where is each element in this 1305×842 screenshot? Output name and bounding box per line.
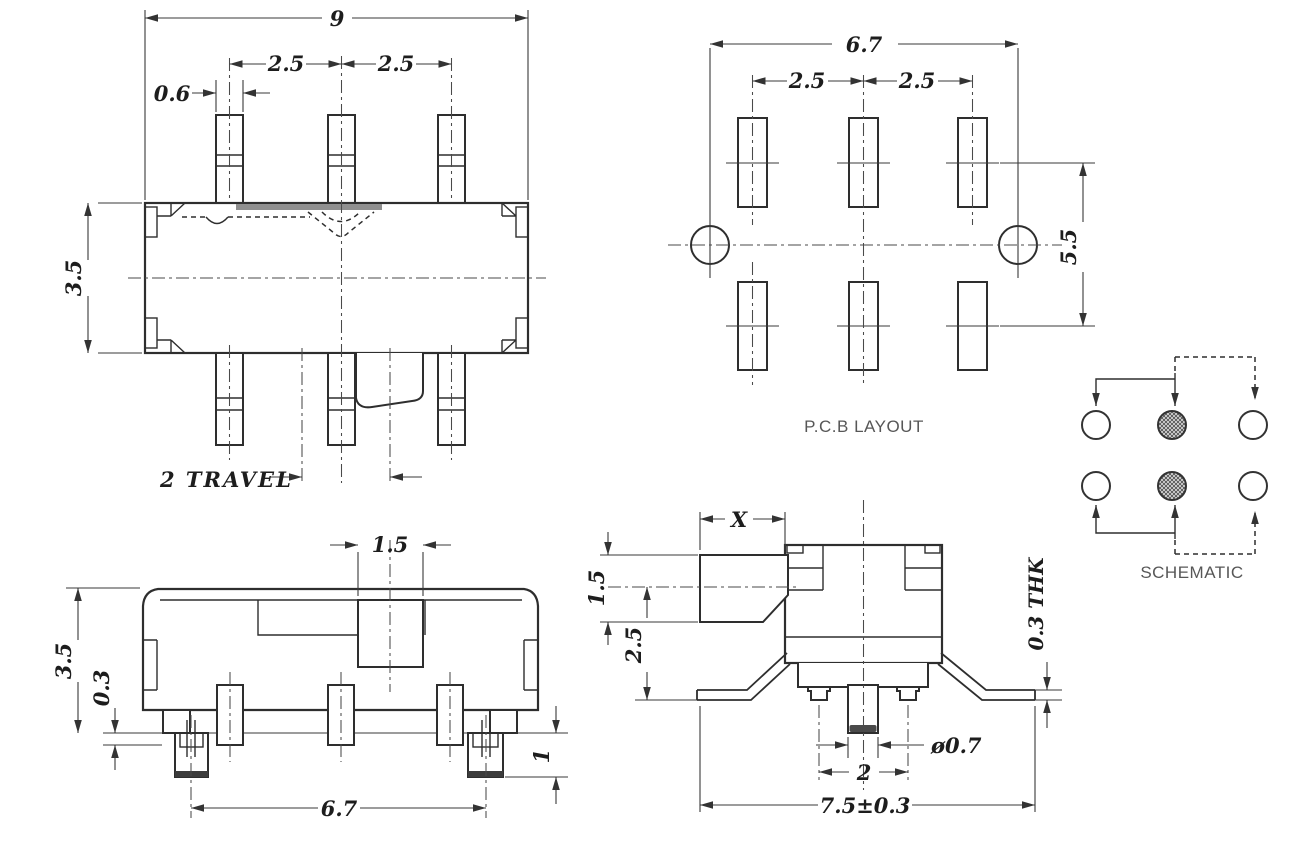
schematic-title: SCHEMATIC (1140, 563, 1243, 582)
dim-end-overall-width: 7.5±0.3 (699, 706, 1036, 818)
dim-front-standoff: 0.3 (89, 670, 162, 770)
pcb-pads-bottom (726, 75, 999, 385)
dim-front-post-span: 6.7 (191, 796, 486, 821)
terminal-open-2 (1238, 410, 1268, 440)
dim-label-end-knob-height: 1.5 (584, 570, 609, 607)
dim-front-knob-width: 1.5 (330, 532, 451, 596)
dim-label-front-knob: 1.5 (372, 532, 409, 557)
schematic-terminals (1081, 410, 1268, 501)
dim-label-pcb-width: 6.7 (846, 32, 883, 57)
dim-label-pitch-right: 2.5 (377, 51, 415, 76)
front-recess (257, 600, 426, 636)
terminal-open-3 (1081, 471, 1111, 501)
dim-end-knob-height: 1.5 (584, 532, 698, 645)
dim-pcb-width: 6.7 (710, 32, 1018, 57)
slider-track-bar (236, 204, 382, 210)
end-view: X 1.5 2.5 ø0.7 2 (584, 500, 1062, 818)
dim-label-pin-width: 0.6 (154, 81, 191, 106)
dim-label-pitch-left: 2.5 (267, 51, 305, 76)
dim-pin-pitch: 2.5 2.5 (229, 51, 452, 76)
detent-detail (182, 204, 382, 238)
dim-end-pin-span: 2 (818, 705, 909, 785)
end-knob (699, 554, 789, 623)
front-pins (216, 672, 464, 762)
terminal-common-2 (1157, 471, 1187, 501)
dim-pin-width: 0.6 (154, 80, 270, 112)
dim-label-end-overall-width: 7.5±0.3 (820, 793, 911, 818)
dim-overall-width: 9 (144, 6, 529, 200)
dim-label-width-9: 9 (330, 6, 345, 31)
pcb-mounting-holes (690, 48, 1038, 278)
schematic-solid-bottom (1092, 505, 1175, 534)
dim-body-height: 3.5 (61, 202, 142, 354)
dim-pcb-pitch: 2.5 2.5 (752, 68, 973, 93)
front-view: 1.5 3.5 0.3 6.7 1 (51, 532, 568, 821)
dim-label-pcb-height: 5.5 (1056, 229, 1081, 266)
dim-label-end-pin-span: 2 (856, 760, 872, 785)
top-view: 9 2.5 2.5 0.6 3.5 2 (61, 6, 546, 492)
end-wings (635, 652, 1062, 701)
dim-label-end-body-height: 2.5 (621, 627, 646, 665)
terminal-open-4 (1238, 471, 1268, 501)
dim-label-pcb-pitch-right: 2.5 (898, 68, 936, 93)
terminal-open-1 (1081, 410, 1111, 440)
dim-end-knob-length: X (699, 507, 786, 550)
body-corner-details (144, 202, 529, 354)
dim-label-pcb-pitch-left: 2.5 (788, 68, 826, 93)
dim-end-body-height: 2.5 (621, 587, 651, 700)
dim-label-front-post-height: 1 (529, 749, 554, 764)
front-knob (357, 599, 424, 668)
dim-label-end-knob-length: X (729, 507, 748, 532)
end-small-pins (807, 686, 920, 701)
dim-label-end-pin-diameter: ø0.7 (930, 733, 982, 758)
dim-end-pin-diameter: ø0.7 (816, 733, 982, 758)
front-side-tabs (143, 639, 538, 691)
pcb-pads-top (726, 75, 999, 225)
dim-pcb-height: 5.5 (1000, 162, 1095, 327)
dim-label-travel: 2 TRAVEL (159, 467, 293, 492)
schematic-view: SCHEMATIC (1081, 356, 1268, 582)
end-top-blocks (785, 544, 942, 591)
dim-front-post-height: 1 (505, 706, 568, 804)
dim-end-thickness: 0.3 THK (1024, 556, 1051, 728)
dim-label-end-thickness: 0.3 THK (1024, 556, 1048, 651)
pcb-layout-view: 6.7 2.5 2.5 5.5 P.C.B LAYOUT (668, 32, 1095, 436)
terminal-common-1 (1157, 410, 1187, 440)
dim-label-body-height: 3.5 (61, 260, 86, 297)
front-body-outline (141, 587, 540, 712)
dim-travel: 2 TRAVEL (159, 348, 422, 492)
schematic-solid-top (1092, 378, 1175, 406)
dim-label-front-height: 3.5 (51, 643, 76, 680)
front-posts (174, 715, 504, 818)
dim-front-height: 3.5 (51, 587, 140, 733)
dim-label-front-standoff: 0.3 (89, 670, 114, 707)
pcb-layout-title: P.C.B LAYOUT (804, 417, 924, 436)
dim-label-front-span: 6.7 (321, 796, 358, 821)
front-bottom-steps (162, 709, 518, 734)
